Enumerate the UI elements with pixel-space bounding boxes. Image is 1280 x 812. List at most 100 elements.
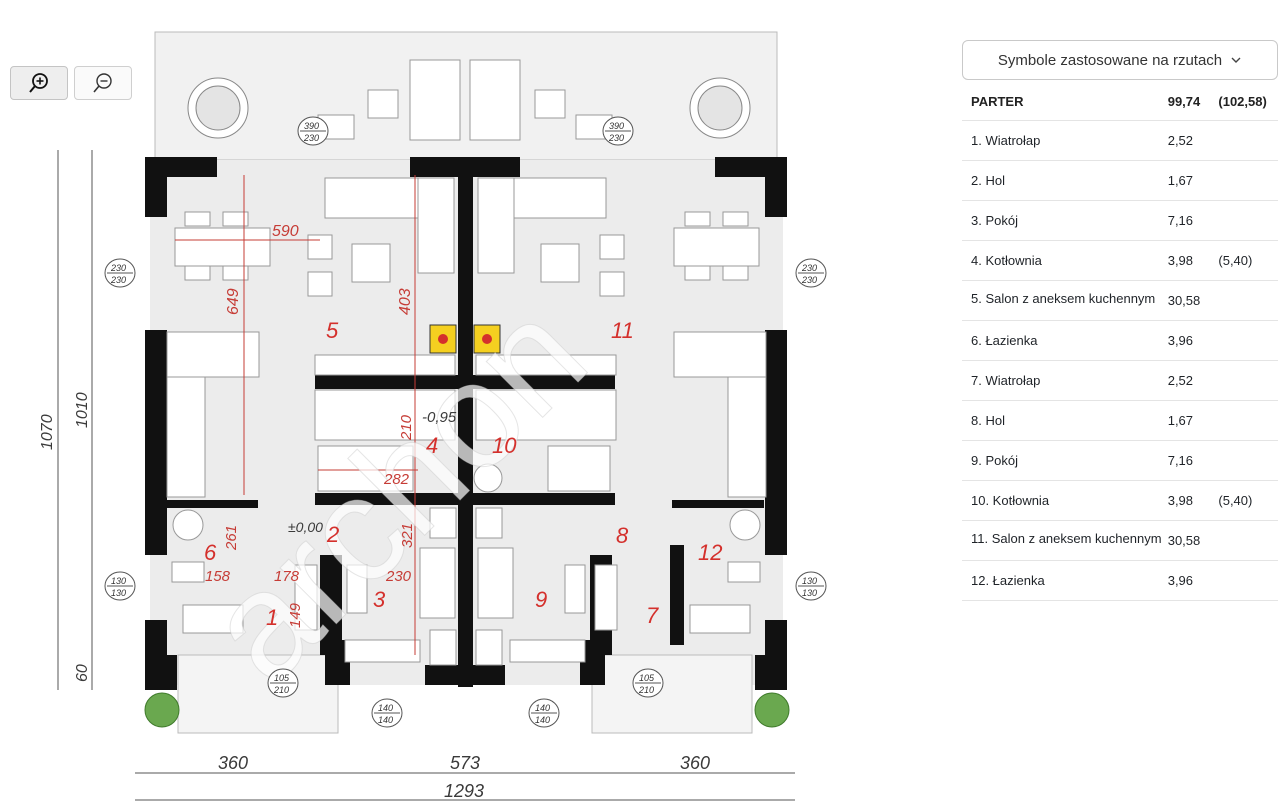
- dim-label: 149: [287, 602, 304, 628]
- fireplace-flame-left: [438, 334, 448, 344]
- zoom-in-icon: [29, 73, 48, 93]
- room-number: 12: [698, 540, 722, 565]
- room-name: 5. Salon z aneksem kuchennym: [971, 291, 1156, 306]
- room-name: 8. Hol: [971, 413, 1005, 428]
- window-label: 210: [273, 685, 289, 695]
- room-area: 30,58: [1167, 293, 1201, 308]
- plant-pot-left-inner: [195, 85, 241, 131]
- table-header-row: PARTER 99,74 (102,58): [962, 84, 1278, 121]
- floor-plan[interactable]: archon 1 2 3 4 5 6 7 8 9 10 11 12 590 64…: [0, 0, 900, 812]
- dim-label: 60: [74, 664, 91, 682]
- plant-pot-right-inner: [697, 85, 743, 131]
- dim-label: 1010: [74, 392, 91, 428]
- fireplace-flame-right: [482, 334, 492, 344]
- zoom-out-icon: [93, 73, 112, 93]
- dim-label: 230: [385, 568, 412, 585]
- window-label: 130: [802, 576, 817, 586]
- window-label: 230: [303, 133, 319, 143]
- room-area-alt: [1218, 161, 1278, 200]
- terrace-bench-left: [409, 59, 461, 141]
- window-label: 390: [304, 121, 319, 131]
- window-label: 130: [111, 588, 126, 598]
- room-name: 1. Wiatrołap: [971, 133, 1041, 148]
- room-number: 11: [611, 318, 634, 343]
- room-name: 10. Kotłownia: [971, 493, 1050, 508]
- zoom-out-button[interactable]: [74, 66, 132, 100]
- dim-label: 360: [218, 753, 248, 773]
- dim-label: 261: [223, 525, 240, 551]
- table-row: 10. Kotłownia 3,98 (5,40): [962, 481, 1278, 521]
- dim-label: 649: [225, 288, 242, 315]
- chevron-down-icon: [1231, 57, 1241, 63]
- table-row: 4. Kotłownia 3,98 (5,40): [962, 241, 1278, 281]
- terrace-table-left: [367, 89, 399, 119]
- table-row: 6. Łazienka 3,96: [962, 321, 1278, 361]
- floor-area: 99,74: [1167, 94, 1201, 109]
- table-row: 2. Hol 1,67: [962, 161, 1278, 201]
- dim-label: 1293: [444, 781, 484, 801]
- entrance-area-left: [177, 654, 339, 734]
- room-area-alt: [1218, 441, 1278, 480]
- zoom-in-button[interactable]: [10, 66, 68, 100]
- zoom-controls: [10, 66, 132, 100]
- table-row: 11. Salon z aneksem kuchennym 30,58: [962, 521, 1278, 561]
- room-name: 12. Łazienka: [971, 573, 1045, 588]
- window-label: 105: [639, 673, 655, 683]
- window-label: 230: [110, 263, 126, 273]
- room-area-alt: [1218, 201, 1278, 240]
- window-label: 140: [378, 715, 393, 725]
- room-number: 7: [646, 603, 659, 628]
- outer-dimensions: 1070 1010 60 360 573 360 1293: [39, 392, 710, 801]
- shrub-right: [754, 692, 790, 728]
- dim-label: 282: [383, 471, 410, 488]
- room-numbers: 1 2 3 4 5 6 7 8 9 10 11 12: [204, 318, 722, 630]
- floor-name: PARTER: [971, 94, 1024, 109]
- room-area-alt: [1218, 321, 1278, 360]
- window-label: 230: [608, 133, 624, 143]
- room-area-alt: [1218, 361, 1278, 400]
- level-label: -0,95: [422, 409, 457, 426]
- window-label: 130: [111, 576, 126, 586]
- room-area: 30,58: [1167, 533, 1201, 548]
- shrub-left: [144, 692, 180, 728]
- room-name: 9. Pokój: [971, 453, 1018, 468]
- room-area: 3,98: [1167, 253, 1194, 268]
- dim-label: 210: [398, 414, 415, 441]
- room-area: 1,67: [1167, 173, 1194, 188]
- table-row: 1. Wiatrołap 2,52: [962, 121, 1278, 161]
- room-area-alt: [1218, 561, 1278, 600]
- room-area: 3,96: [1167, 573, 1194, 588]
- room-area: 3,98: [1167, 493, 1194, 508]
- window-label: 230: [801, 263, 817, 273]
- room-name: 11. Salon z aneksem kuchennym: [971, 531, 1162, 546]
- window-label: 140: [378, 703, 393, 713]
- window-label: 210: [638, 685, 654, 695]
- window-label: 230: [110, 275, 126, 285]
- floor-area-alt: (102,58): [1218, 94, 1267, 109]
- room-area-alt: [1218, 521, 1278, 560]
- room-number: 8: [616, 523, 629, 548]
- room-area-alt: [1218, 401, 1278, 440]
- window-labels: 390 230 390 230 230 230 230 230 130 130 …: [104, 116, 827, 728]
- room-number: 2: [326, 522, 339, 547]
- room-number: 6: [204, 540, 217, 565]
- terrace-top: [154, 31, 778, 161]
- rooms-table: PARTER 99,74 (102,58) 1. Wiatrołap 2,52 …: [962, 84, 1278, 601]
- window-label: 105: [274, 673, 290, 683]
- window-label: 230: [801, 275, 817, 285]
- room-area: 7,16: [1167, 453, 1194, 468]
- table-row: 8. Hol 1,67: [962, 401, 1278, 441]
- room-name: 7. Wiatrołap: [971, 373, 1041, 388]
- window-label: 140: [535, 715, 550, 725]
- room-area: 2,52: [1167, 373, 1194, 388]
- table-row: 7. Wiatrołap 2,52: [962, 361, 1278, 401]
- room-area-alt: (5,40): [1218, 493, 1253, 508]
- dim-label: 1070: [39, 414, 56, 450]
- room-number: 4: [426, 433, 438, 458]
- dim-label: 321: [399, 523, 416, 548]
- legend-dropdown[interactable]: Symbole zastosowane na rzutach: [962, 40, 1278, 80]
- table-row: 12. Łazienka 3,96: [962, 561, 1278, 601]
- terrace-table-right: [534, 89, 566, 119]
- rooms-panel: Symbole zastosowane na rzutach PARTER 99…: [962, 40, 1278, 601]
- dim-label: 573: [450, 753, 480, 773]
